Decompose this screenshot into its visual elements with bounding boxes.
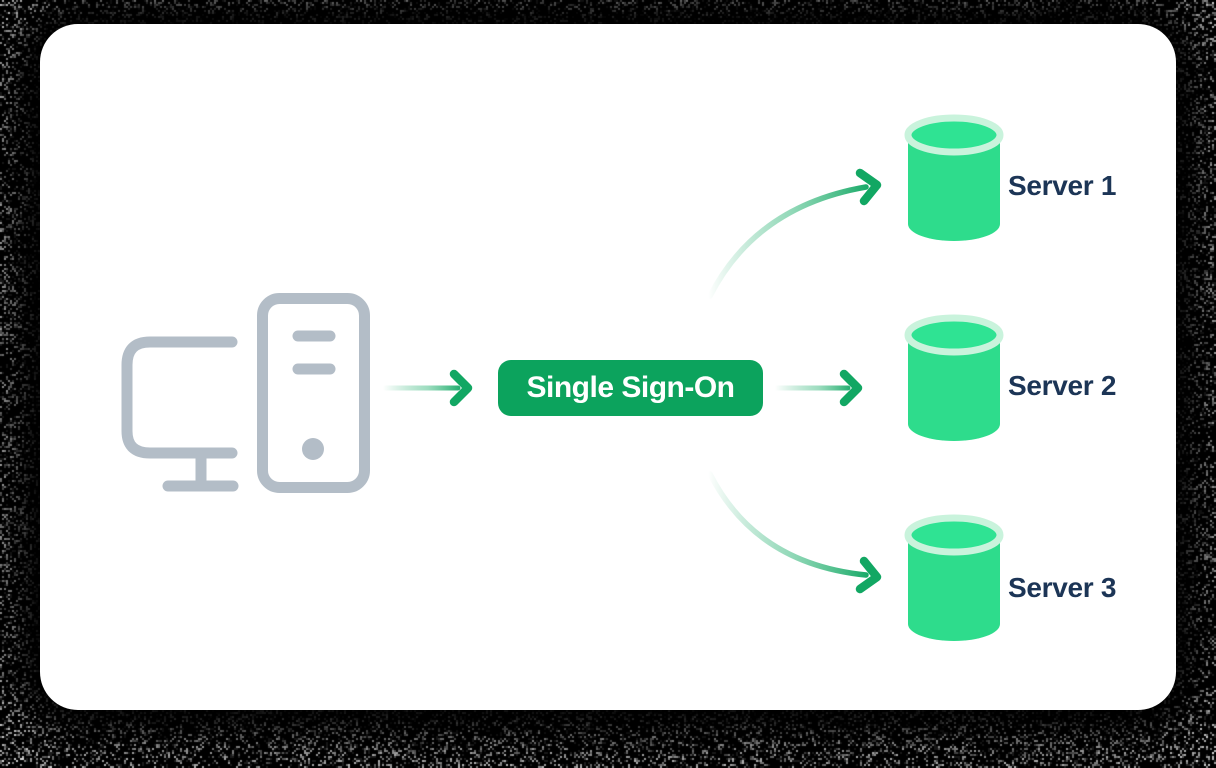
database-icon-server-2 [908, 318, 1000, 441]
arrow-sso-to-server-3 [710, 474, 877, 589]
arrow-sso-to-server-1 [710, 173, 877, 296]
arrow-client-to-sso [385, 374, 468, 402]
tower-power-button [302, 438, 324, 460]
database-icon-server-1 [908, 118, 1000, 241]
server-2-label: Server 2 [1008, 369, 1116, 403]
monitor-outline [127, 342, 232, 453]
arrow-sso-to-server-2 [775, 374, 858, 402]
diagram-card: Single Sign-On Server 1 Server 2 Server … [40, 24, 1176, 710]
server-1-label: Server 1 [1008, 169, 1116, 203]
server-3-label: Server 3 [1008, 571, 1116, 605]
single-sign-on-badge[interactable]: Single Sign-On [498, 360, 763, 416]
database-icon-server-3 [908, 518, 1000, 641]
client-computer-icon [127, 299, 365, 488]
